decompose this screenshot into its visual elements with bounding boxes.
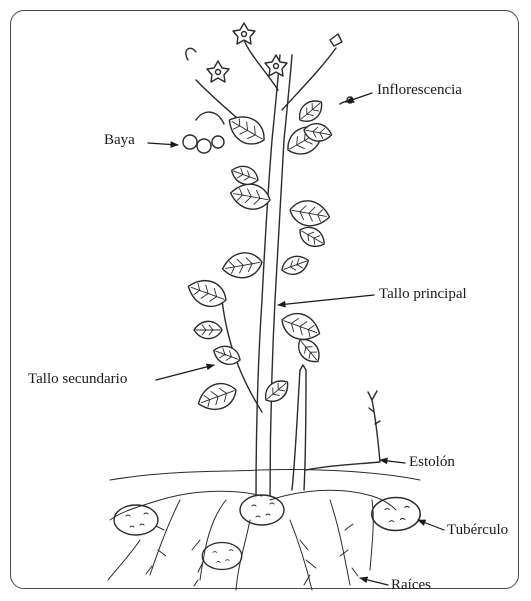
baya-pointer: [148, 143, 178, 145]
label-tuberculo: Tubérculo: [447, 523, 508, 538]
estolon-pointer: [380, 460, 405, 463]
tallo-secundario-pointer: [156, 365, 214, 380]
tallo-principal-pointer: [278, 295, 374, 305]
soil-line: [110, 469, 420, 480]
label-tallo-principal: Tallo principal: [379, 287, 467, 302]
label-raices: Raíces: [391, 578, 431, 593]
label-estolon: Estolón: [409, 455, 455, 470]
raices-pointer: [360, 578, 388, 585]
label-baya: Baya: [104, 133, 135, 148]
stolon: [306, 391, 380, 470]
label-inflorescencia: Inflorescencia: [377, 83, 462, 98]
label-tallo-secundario: Tallo secundario: [28, 372, 127, 387]
tubers: [114, 495, 420, 570]
tuberculo-pointer: [418, 520, 444, 530]
inflorescence: [186, 23, 354, 104]
main-stem: [256, 55, 292, 500]
berries: [183, 112, 224, 153]
